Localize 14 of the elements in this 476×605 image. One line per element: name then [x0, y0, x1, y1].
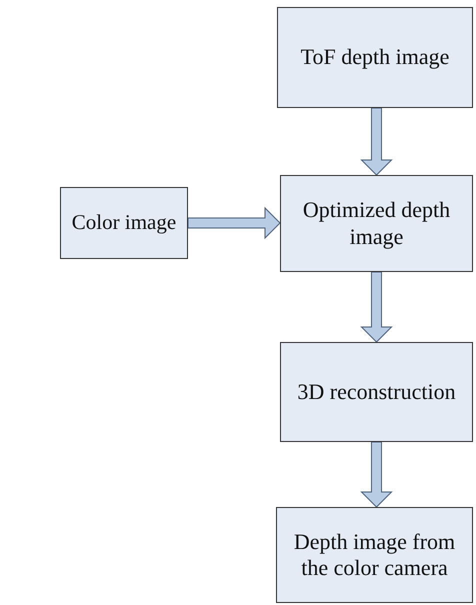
block-arrow — [360, 272, 393, 343]
process-box — [277, 7, 473, 108]
block-arrow — [360, 442, 393, 508]
block-arrow — [360, 108, 393, 176]
box-label: Color image — [72, 210, 176, 236]
box-label: Depth image from the color camera — [292, 528, 456, 582]
process-box — [60, 187, 188, 259]
box-label: 3D reconstruction — [297, 378, 456, 406]
box-label: ToF depth image — [300, 44, 450, 71]
block-arrow — [188, 206, 281, 240]
box-label: Optimized depth image — [302, 197, 452, 250]
process-box — [276, 507, 473, 603]
process-box — [280, 175, 473, 272]
process-box — [280, 342, 473, 442]
